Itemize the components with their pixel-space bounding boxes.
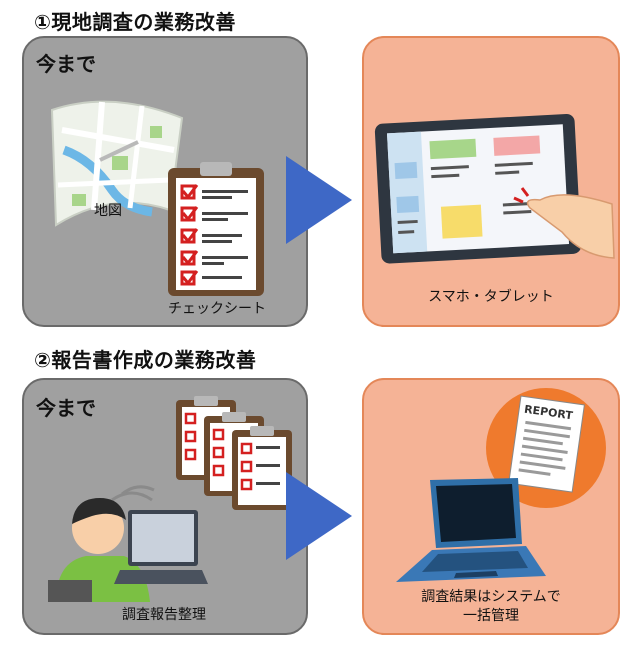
map-label: 地図 xyxy=(94,203,122,219)
section2-before-tag: 今まで xyxy=(36,396,96,420)
laptop-icon xyxy=(396,478,546,582)
section1-before-tag: 今まで xyxy=(36,52,96,76)
section2-before-panel: 今まで 調査報告整理 xyxy=(22,378,308,635)
section1-before-panel: 今まで 地図 チェックシート xyxy=(22,36,308,327)
report-bubble-icon xyxy=(474,388,606,522)
report-stack-icon xyxy=(176,396,292,510)
tablet-label: スマホ・タブレット xyxy=(428,289,554,305)
map-icon xyxy=(50,100,184,227)
system-label-line1: 調査結果はシステムで xyxy=(421,589,561,605)
section1-title: ①現地調査の業務改善 xyxy=(34,10,236,34)
section2-after-panel: REPORT 調査結果はシステムで 一括管理 xyxy=(362,378,620,635)
report-organize-label: 調査報告整理 xyxy=(122,607,206,623)
section1-after-panel: スマホ・タブレット xyxy=(362,36,620,327)
tablet-icon xyxy=(374,114,615,264)
checklist-clipboard-icon xyxy=(168,162,264,296)
arrow-right-icon-2 xyxy=(286,472,352,560)
system-label-line2: 一括管理 xyxy=(463,608,519,624)
worker-laptop-icon xyxy=(48,485,208,602)
arrow-right-icon xyxy=(286,156,352,244)
checksheet-label: チェックシート xyxy=(168,301,266,317)
system-label: 調査結果はシステムで 一括管理 xyxy=(374,588,608,626)
section2-title: ②報告書作成の業務改善 xyxy=(34,348,257,372)
